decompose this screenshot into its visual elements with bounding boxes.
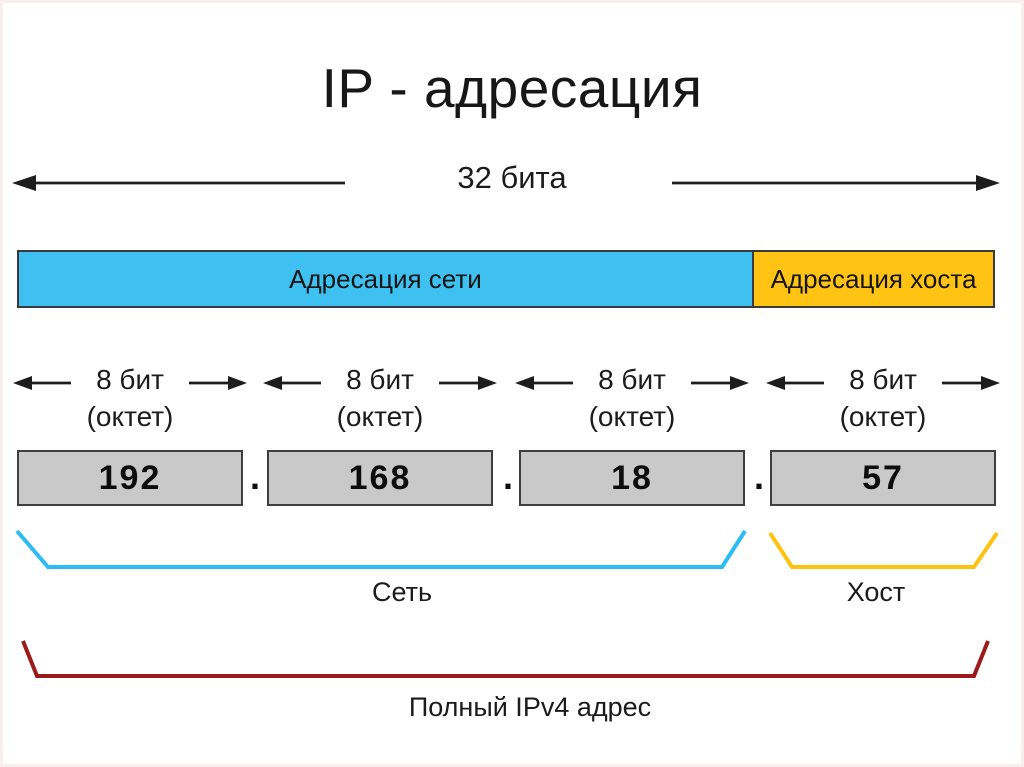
octet1-value-box: 192: [17, 450, 243, 506]
octet2-arrow-right-icon: [439, 376, 497, 390]
full-address-label: Полный IPv4 адрес: [408, 692, 652, 722]
octet4-value-box: 57: [770, 450, 996, 506]
octet2-octet-label: (октет): [336, 401, 424, 433]
octet2-bit-group: 8 бит (октет): [267, 364, 493, 433]
octet-separator-dot: .: [249, 456, 260, 497]
octet3-value-box: 18: [519, 450, 745, 506]
octet4-arrow-left-icon: [766, 376, 824, 390]
octet3-octet-label: (октет): [588, 401, 676, 433]
octet-separator-dot: .: [753, 456, 764, 497]
bits32-label: 32 бита: [457, 160, 567, 195]
host-address-section: Адресация хоста: [752, 252, 993, 306]
octet4-bit-label: 8 бит: [849, 364, 917, 395]
octet4-bit-group: 8 бит (октет): [770, 364, 996, 433]
page-title: IP - адресация: [321, 57, 703, 119]
host-brace: [768, 531, 999, 569]
host-brace-label: Хост: [846, 577, 906, 607]
network-address-section: Адресация сети: [19, 252, 752, 306]
octet3-bit-label: 8 бит: [598, 364, 666, 395]
full-address-brace: [21, 640, 990, 678]
octet3-arrow-left-icon: [515, 376, 573, 390]
bits32-arrow-left-icon: [12, 175, 345, 191]
octet3-arrow-right-icon: [691, 376, 749, 390]
address-bar: Адресация сети Адресация хоста: [17, 250, 995, 308]
octet1-arrow-left-icon: [13, 376, 71, 390]
octet4-arrow-right-icon: [942, 376, 1000, 390]
octet4-octet-label: (октет): [839, 401, 927, 433]
octet1-arrow-right-icon: [189, 376, 247, 390]
octet1-bit-label: 8 бит: [96, 364, 164, 395]
bits32-arrow-right-icon: [672, 175, 1000, 191]
octet1-octet-label: (октет): [86, 401, 174, 433]
octet-separator-dot: .: [502, 456, 513, 497]
network-brace-label: Сеть: [371, 577, 433, 607]
octet3-bit-group: 8 бит (октет): [519, 364, 745, 433]
octet2-value-box: 168: [267, 450, 493, 506]
octet1-bit-group: 8 бит (октет): [17, 364, 243, 433]
octet2-bit-label: 8 бит: [346, 364, 414, 395]
octet2-arrow-left-icon: [263, 376, 321, 390]
network-brace: [15, 529, 747, 569]
